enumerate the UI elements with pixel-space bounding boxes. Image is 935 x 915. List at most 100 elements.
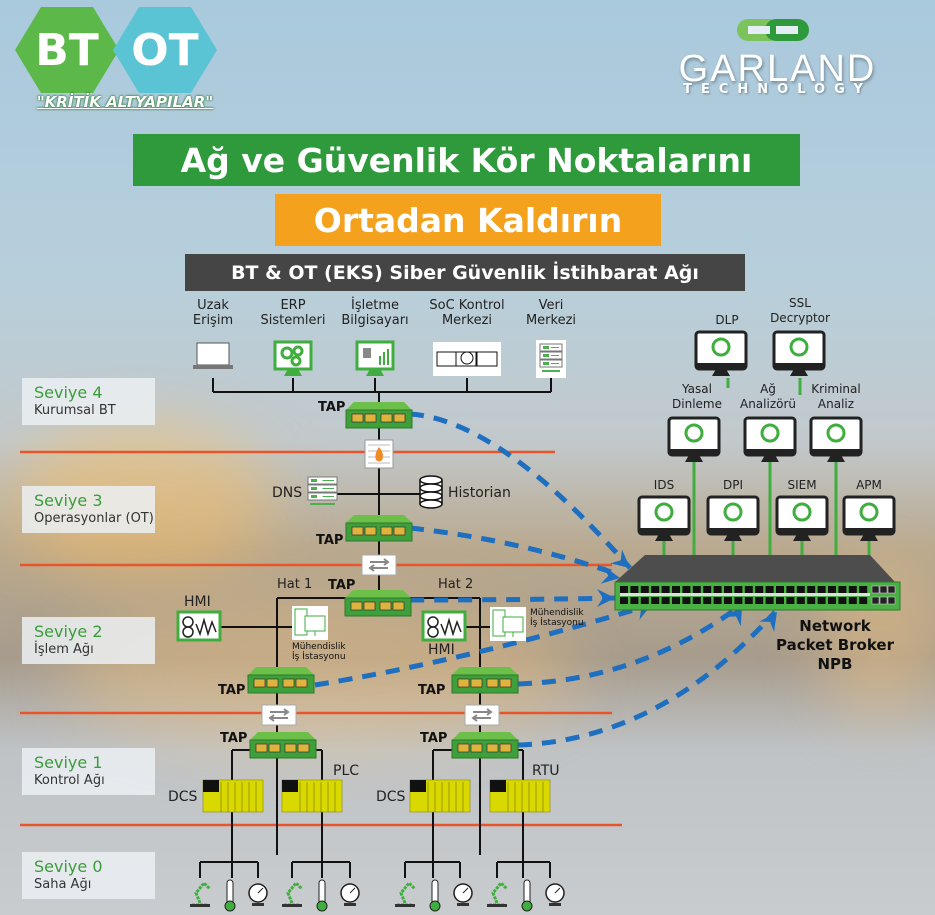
dcs-controller-icon — [409, 779, 471, 813]
npb-port — [724, 597, 732, 604]
monitor-stand — [712, 369, 730, 376]
npb-port — [744, 597, 753, 604]
npb-port — [661, 586, 670, 593]
mirror-traffic-dashed-line — [409, 525, 621, 578]
trend — [195, 617, 217, 637]
rtu-controller-icon — [489, 779, 551, 813]
tap-port — [282, 678, 295, 688]
arrow-head-icon — [759, 612, 777, 632]
npb-port — [620, 597, 628, 604]
tube — [523, 879, 531, 905]
monitor-bezel — [774, 363, 824, 369]
tap-label: TAP — [328, 578, 356, 593]
tap-top — [452, 732, 518, 740]
npb-label: Network Packet Broker NPB — [775, 617, 895, 673]
dcs-label: DCS — [168, 789, 198, 805]
tap-top — [345, 590, 411, 598]
tap-top — [452, 667, 518, 675]
tap-device-icon — [345, 515, 413, 542]
monitor-bezel — [844, 528, 894, 534]
bt-hexagon: BT — [15, 7, 119, 93]
monitor-bezel — [696, 363, 746, 369]
engineering-workstation-label: Mühendislik İş İstasyonu — [530, 608, 584, 628]
tap-port — [350, 601, 363, 611]
bar — [383, 352, 385, 365]
npb-port — [672, 597, 680, 604]
led — [311, 487, 317, 490]
monitor-stand — [860, 534, 878, 541]
tap-port — [284, 743, 297, 753]
trend — [440, 617, 462, 637]
tagline: "KRİTİK ALTYAPILAR" — [36, 93, 214, 111]
monitor-bezel — [777, 528, 827, 534]
npb-port — [682, 586, 691, 593]
npb-port — [713, 597, 722, 604]
tap-port — [253, 678, 266, 688]
switch-bg — [464, 704, 500, 726]
tool-glyph — [760, 423, 780, 443]
monitor-bezel — [811, 449, 861, 455]
monitor — [502, 616, 524, 633]
main-title-line1: Ağ ve Güvenlik Kör Noktalarını — [133, 134, 800, 186]
security-tool-label: Yasal Dinleme — [672, 382, 722, 411]
switch-bg — [361, 554, 397, 576]
base — [252, 903, 264, 906]
base — [549, 903, 561, 906]
hmi-label: HMI — [184, 594, 211, 610]
level-name: Seviye 0 — [34, 857, 103, 876]
npb-port — [765, 597, 774, 604]
monitor-bezel — [669, 449, 719, 455]
ctrl-cpu — [490, 780, 506, 792]
tool-glyph — [859, 502, 879, 522]
pressure-gauge-icon — [248, 883, 268, 906]
tap-port — [457, 678, 470, 688]
mirror-traffic-dashed-line — [409, 411, 632, 570]
tube — [431, 879, 439, 905]
led — [311, 479, 317, 482]
screen — [436, 351, 458, 367]
tool-glyph — [654, 502, 674, 522]
base — [282, 904, 302, 907]
npb-top — [615, 555, 895, 582]
thermometer-icon — [521, 879, 533, 912]
npb-uplink-port — [887, 585, 896, 594]
npb-port — [817, 597, 826, 604]
tube — [226, 879, 234, 905]
head — [460, 351, 474, 365]
tap-label: TAP — [318, 400, 346, 415]
tap-label: TAP — [220, 731, 248, 746]
rack — [539, 343, 563, 372]
enterprise-node-label: İşletme Bilgisayarı — [341, 298, 409, 328]
engineering-workstation-icon — [490, 607, 526, 641]
pressure-gauge-icon — [453, 883, 473, 906]
tool-glyph — [789, 337, 809, 357]
diagram-subtitle: BT & OT (EKS) Siber Güvenlik İstihbarat … — [185, 254, 745, 291]
monitor-bezel — [745, 449, 795, 455]
historian-database-icon — [419, 475, 443, 509]
arrows — [368, 558, 390, 572]
monitor-bezel — [708, 528, 758, 534]
tool-glyph — [711, 337, 731, 357]
npb-uplink-port — [887, 596, 896, 605]
needle — [554, 887, 561, 894]
security-tool-label: IDS — [653, 478, 675, 492]
arrow-head-icon — [597, 589, 615, 607]
npb-port — [807, 597, 816, 604]
tap-device-icon — [345, 402, 413, 429]
db-disk — [419, 475, 443, 485]
tap-port — [364, 413, 377, 423]
npb-port — [692, 586, 701, 593]
screen — [196, 342, 230, 366]
monitor-bezel — [639, 528, 689, 534]
mirror-traffic-dashed-line — [409, 595, 616, 603]
tap-port — [392, 601, 405, 611]
npb-port — [817, 586, 826, 593]
tap-port — [363, 601, 376, 611]
tool-glyph — [792, 502, 812, 522]
npb-port — [786, 586, 795, 593]
npb-port — [859, 586, 868, 593]
monitor-stand — [685, 455, 703, 462]
